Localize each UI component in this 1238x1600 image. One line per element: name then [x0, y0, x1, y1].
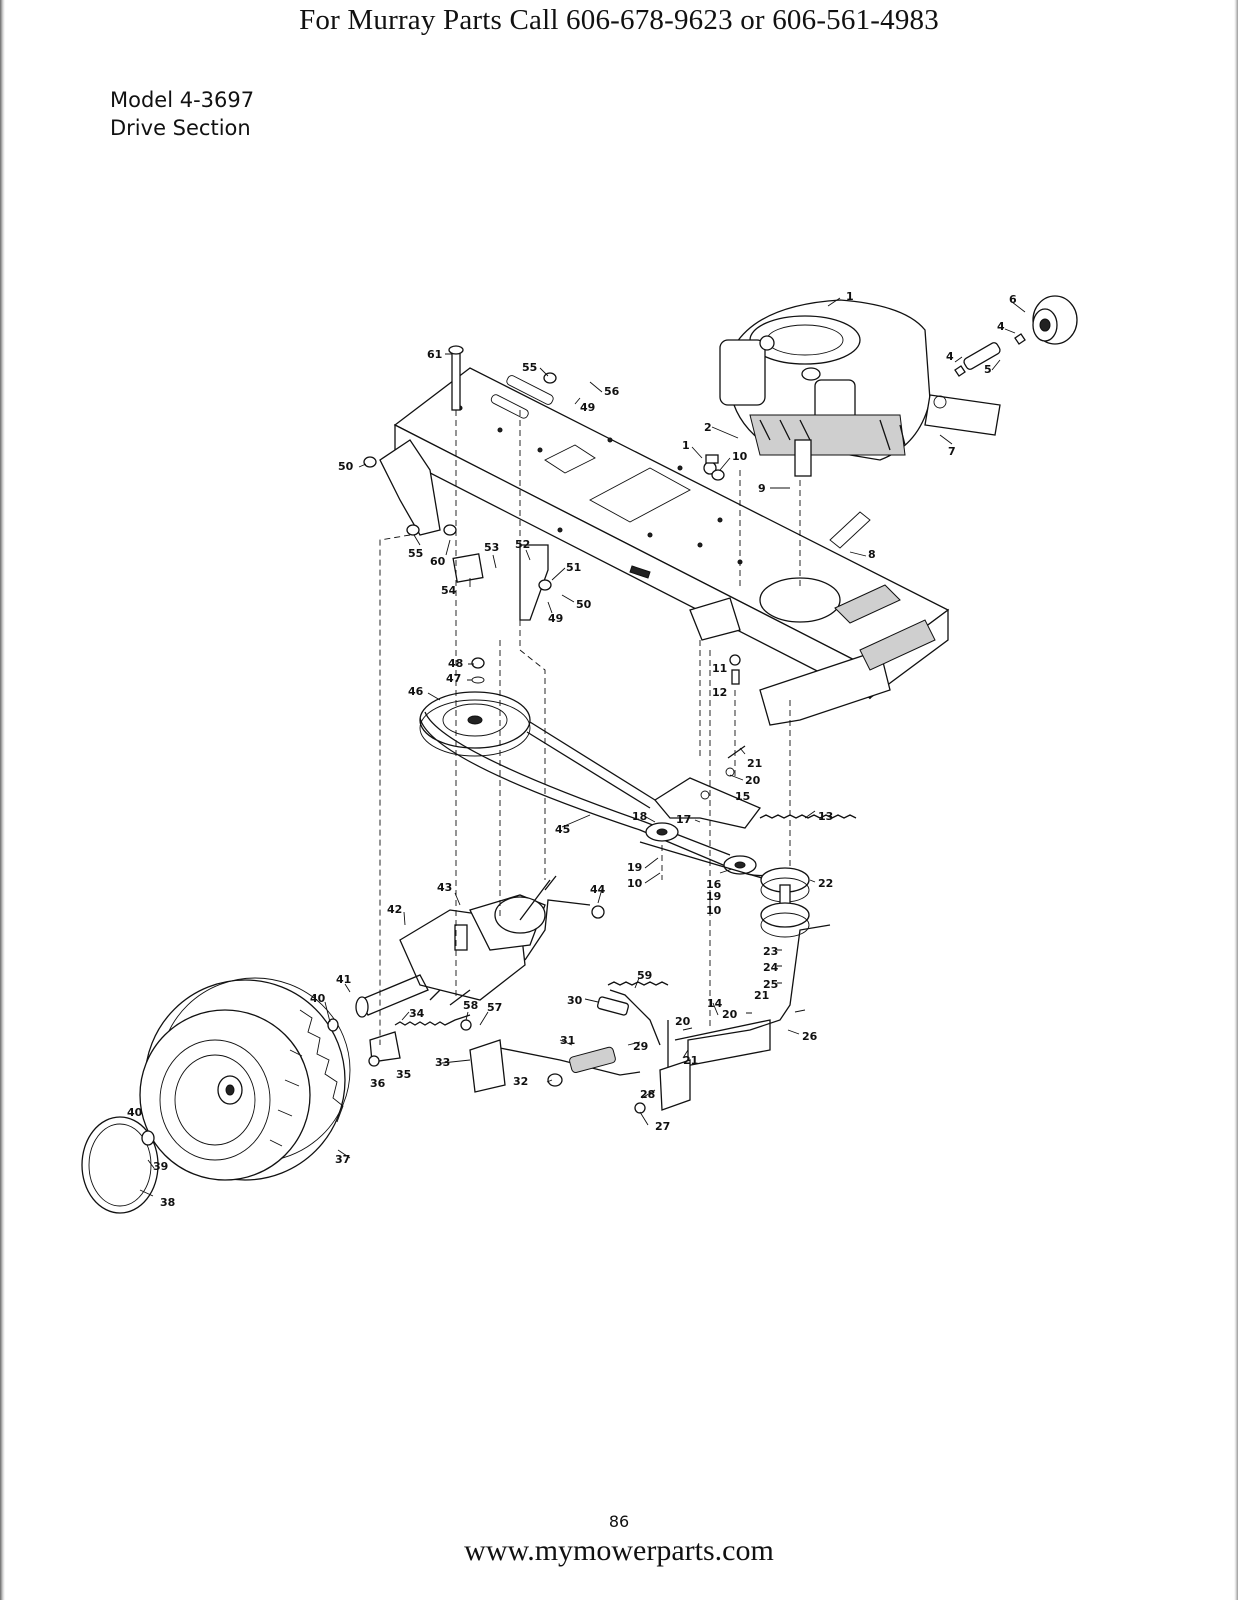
callout-12: 12	[712, 686, 727, 699]
callout-10b: 10	[627, 877, 643, 890]
callout-5: 5	[984, 363, 992, 376]
section-title: Drive Section	[110, 116, 251, 140]
callout-49b: 49	[548, 612, 563, 625]
callout-2: 2	[704, 421, 712, 434]
callout-3: 1	[846, 290, 854, 303]
callout-48: 48	[448, 657, 463, 670]
engine-pulley-assembly	[924, 295, 1078, 436]
callout-13: 13	[818, 810, 833, 823]
callout-61: 61	[427, 348, 442, 361]
callout-11: 11	[712, 662, 727, 675]
chassis-frame	[379, 367, 950, 726]
callout-10c: 10	[706, 904, 722, 917]
callout-54: 54	[441, 584, 457, 597]
callout-60: 60	[430, 555, 446, 568]
callout-47: 47	[446, 672, 461, 685]
callout-6: 6	[1009, 293, 1017, 306]
callout-56: 56	[604, 385, 620, 398]
callout-16: 16	[706, 878, 722, 891]
callout-21c: 21	[683, 1054, 698, 1067]
callout-42: 42	[387, 903, 402, 916]
frame-fasteners	[363, 345, 741, 685]
callout-58: 58	[463, 999, 478, 1012]
callout-30: 30	[567, 994, 583, 1007]
callout-52: 52	[515, 538, 530, 551]
callout-31: 31	[560, 1034, 575, 1047]
callout-26: 26	[802, 1030, 818, 1043]
engine	[719, 299, 931, 477]
diagram-title: Model 4-3697 Drive Section	[110, 86, 254, 142]
callout-37: 37	[335, 1153, 350, 1166]
callout-4a: 4	[997, 320, 1005, 333]
callout-51: 51	[566, 561, 581, 574]
drive-belt-system	[419, 691, 810, 938]
callout-55b: 55	[408, 547, 423, 560]
callout-36: 36	[370, 1077, 386, 1090]
scan-edge-right	[1234, 0, 1238, 1600]
model-title: Model 4-3697	[110, 88, 255, 112]
callout-55a: 55	[522, 361, 537, 374]
callout-10a: 10	[732, 450, 748, 463]
callout-45: 45	[555, 823, 570, 836]
callout-33: 33	[435, 1056, 450, 1069]
callout-20b: 20	[722, 1008, 738, 1021]
callout-39: 39	[153, 1160, 168, 1173]
callout-34: 34	[409, 1007, 425, 1020]
callout-20a: 20	[745, 774, 761, 787]
callout-21b: 21	[754, 989, 769, 1002]
callout-28: 28	[640, 1088, 655, 1101]
callout-35: 35	[396, 1068, 411, 1081]
pedal-linkage	[368, 924, 831, 1114]
callout-9: 9	[758, 482, 766, 495]
callout-25: 25	[763, 978, 778, 991]
page-number: 86	[608, 1512, 630, 1531]
callout-50a: 50	[338, 460, 354, 473]
callout-20c: 20	[675, 1015, 691, 1028]
callout-15: 15	[735, 790, 750, 803]
idler-bracket	[654, 745, 857, 829]
callout-numbers: 1 6 4 4 5 7 2 1 10 9 8 61 55 56 49 50 55…	[127, 290, 1017, 1209]
callout-41: 41	[336, 973, 351, 986]
callout-40a: 40	[310, 992, 326, 1005]
scan-edge-left	[0, 0, 5, 1600]
callout-leaders	[139, 297, 1026, 1197]
callout-49a: 49	[580, 401, 595, 414]
transaxle	[355, 875, 605, 1018]
callout-4b: 4	[946, 350, 954, 363]
callout-43: 43	[437, 881, 452, 894]
callout-57: 57	[487, 1001, 502, 1014]
callout-22: 22	[818, 877, 833, 890]
callout-29: 29	[633, 1040, 648, 1053]
callout-44: 44	[590, 883, 606, 896]
rear-wheel	[81, 977, 351, 1214]
callout-7: 7	[948, 445, 956, 458]
callout-53: 53	[484, 541, 499, 554]
callout-27: 27	[655, 1120, 670, 1133]
assembly-leader-lines	[379, 410, 801, 1045]
callout-40b: 40	[127, 1106, 143, 1119]
callout-19b: 19	[706, 890, 721, 903]
parts-phone-header: For Murray Parts Call 606-678-9623 or 60…	[299, 4, 939, 36]
callout-18: 18	[632, 810, 647, 823]
callout-1: 1	[682, 439, 690, 452]
callout-21a: 21	[747, 757, 762, 770]
footer-url: www.mymowerparts.com	[464, 1534, 774, 1567]
callout-17: 17	[676, 813, 691, 826]
callout-38: 38	[160, 1196, 175, 1209]
callout-59: 59	[637, 969, 652, 982]
callout-14: 14	[707, 997, 723, 1010]
callout-32: 32	[513, 1075, 528, 1088]
callout-46: 46	[408, 685, 424, 698]
callout-50b: 50	[576, 598, 592, 611]
callout-23: 23	[763, 945, 778, 958]
callout-24: 24	[763, 961, 779, 974]
callout-8: 8	[868, 548, 876, 561]
callout-19a: 19	[627, 861, 642, 874]
